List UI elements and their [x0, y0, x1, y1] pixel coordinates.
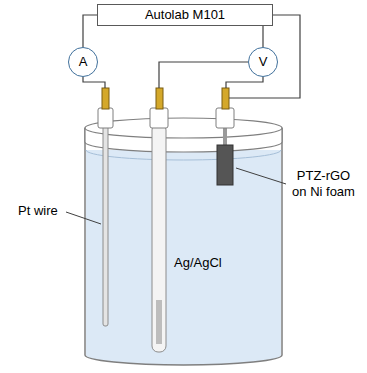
- leader-line: [66, 212, 101, 224]
- wire-line: [83, 15, 97, 47]
- wire: [229, 15, 300, 98]
- electrode-label: Pt wire: [18, 203, 58, 219]
- node-text: V: [259, 55, 268, 70]
- wire: [83, 77, 105, 88]
- instrument-box: Autolab M101: [97, 4, 273, 26]
- node-text: A: [79, 55, 88, 70]
- electrode-label: PTZ-rGO on Ni foam: [290, 168, 357, 199]
- beaker-wall: [85, 128, 282, 365]
- voltmeter-circle: V: [248, 47, 278, 77]
- pt-wire: [103, 126, 108, 326]
- ammeter-circle: A: [68, 47, 98, 77]
- electrode-cap: [150, 108, 168, 128]
- wire-connector: [83, 15, 97, 47]
- ni-foam: [217, 145, 233, 185]
- electrode-pin: [102, 88, 109, 109]
- electrode-cap: [98, 108, 113, 128]
- electrode-cap: [216, 108, 234, 128]
- wire: [226, 77, 263, 88]
- reference-tube: [152, 124, 166, 352]
- electrode-label: Ag/AgCl: [172, 255, 224, 271]
- wire: [159, 62, 248, 88]
- electrode-pin: [156, 88, 163, 109]
- electrode-pin: [222, 88, 229, 109]
- electrolyte: [86, 150, 281, 365]
- wire-line: [262, 26, 263, 47]
- electrode-lead: [223, 126, 227, 146]
- lid-top: [85, 118, 282, 138]
- reference-wire: [156, 300, 162, 344]
- node-text: Autolab M101: [145, 8, 225, 23]
- leader-line: [236, 168, 286, 184]
- wire-connector: [263, 26, 264, 47]
